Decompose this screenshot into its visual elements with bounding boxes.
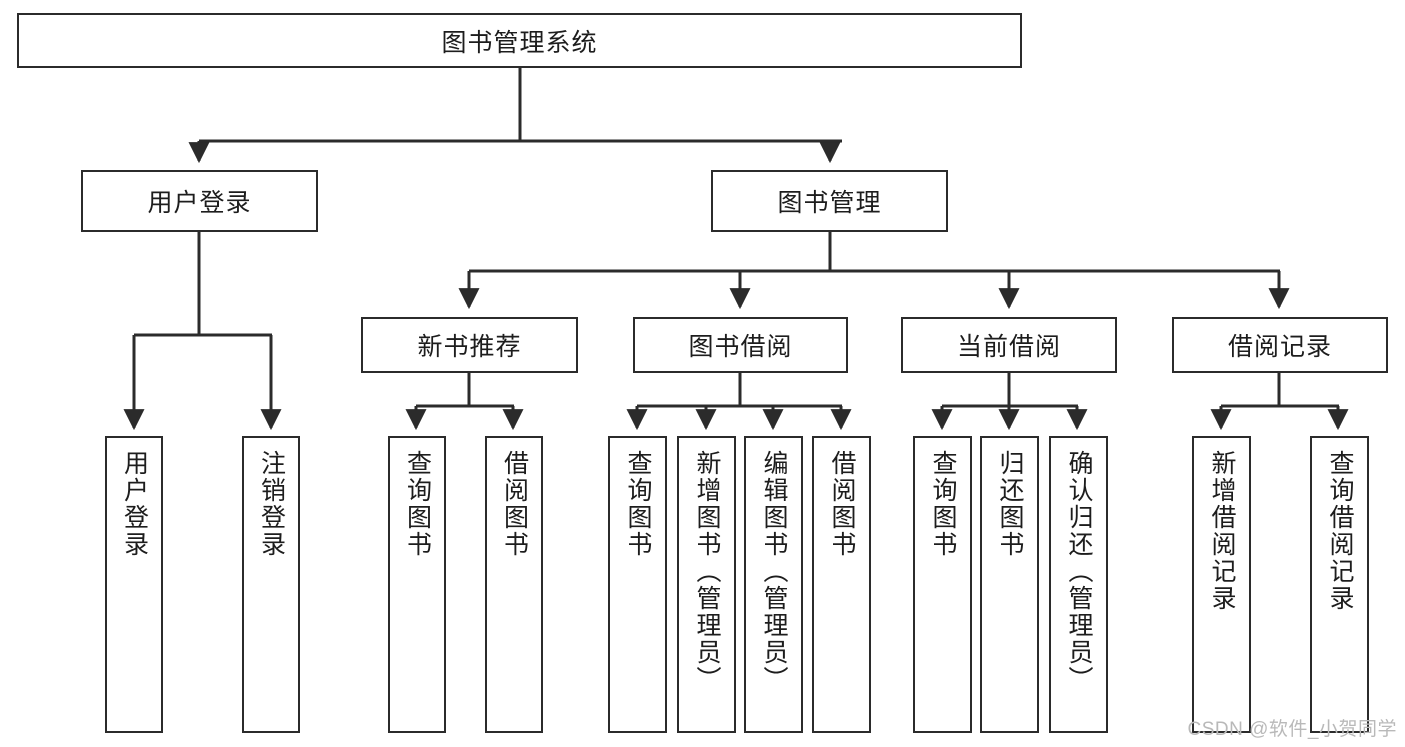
node-leaf-add-record-label: 新增借阅记录: [1208, 450, 1236, 612]
node-leaf-confirm-return[interactable]: 确认归还（管理员）: [1049, 436, 1108, 733]
node-borrow-record-label: 借阅记录: [1227, 333, 1332, 361]
node-leaf-add-book-label: 新增图书（管理员）: [693, 450, 721, 693]
node-leaf-borrow-book-1-label: 借阅图书: [500, 450, 529, 558]
node-borrow-record[interactable]: 借阅记录: [1172, 317, 1388, 373]
node-new-book-recommend[interactable]: 新书推荐: [361, 317, 578, 373]
node-leaf-confirm-return-label: 确认归还（管理员）: [1065, 450, 1093, 693]
node-current-borrow[interactable]: 当前借阅: [901, 317, 1117, 373]
node-user-login-label: 用户登录: [147, 189, 252, 217]
node-root[interactable]: 图书管理系统: [17, 13, 1022, 68]
node-leaf-borrow-book-2[interactable]: 借阅图书: [812, 436, 871, 733]
node-leaf-borrow-book-1[interactable]: 借阅图书: [485, 436, 543, 733]
node-leaf-edit-book[interactable]: 编辑图书（管理员）: [744, 436, 803, 733]
node-leaf-query-book-2[interactable]: 查询图书: [608, 436, 667, 733]
node-leaf-query-book-1[interactable]: 查询图书: [388, 436, 446, 733]
node-book-manage-label: 图书管理: [777, 189, 882, 217]
node-book-manage[interactable]: 图书管理: [711, 170, 948, 232]
node-current-borrow-label: 当前借阅: [956, 333, 1061, 361]
node-leaf-logout-login-label: 注销登录: [257, 450, 286, 558]
node-leaf-user-login-label: 用户登录: [120, 450, 149, 558]
node-leaf-borrow-book-2-label: 借阅图书: [828, 450, 856, 558]
node-leaf-logout-login[interactable]: 注销登录: [242, 436, 300, 733]
node-leaf-query-record-label: 查询借阅记录: [1326, 450, 1354, 612]
node-book-borrow[interactable]: 图书借阅: [633, 317, 848, 373]
node-leaf-query-book-3-label: 查询图书: [929, 450, 957, 558]
node-book-borrow-label: 图书借阅: [688, 333, 793, 361]
node-leaf-query-record[interactable]: 查询借阅记录: [1310, 436, 1369, 733]
node-root-label: 图书管理系统: [441, 28, 598, 57]
node-user-login[interactable]: 用户登录: [81, 170, 318, 232]
node-leaf-edit-book-label: 编辑图书（管理员）: [760, 450, 788, 693]
node-leaf-return-book[interactable]: 归还图书: [980, 436, 1039, 733]
node-leaf-add-record[interactable]: 新增借阅记录: [1192, 436, 1251, 733]
node-new-book-recommend-label: 新书推荐: [417, 333, 522, 361]
node-leaf-query-book-1-label: 查询图书: [403, 450, 432, 558]
node-leaf-query-book-3[interactable]: 查询图书: [913, 436, 972, 733]
node-leaf-user-login[interactable]: 用户登录: [105, 436, 163, 733]
node-leaf-return-book-label: 归还图书: [996, 450, 1024, 558]
csdn-watermark: CSDN @软件_小贺同学: [1187, 719, 1397, 740]
node-leaf-add-book[interactable]: 新增图书（管理员）: [677, 436, 736, 733]
node-leaf-query-book-2-label: 查询图书: [624, 450, 652, 558]
